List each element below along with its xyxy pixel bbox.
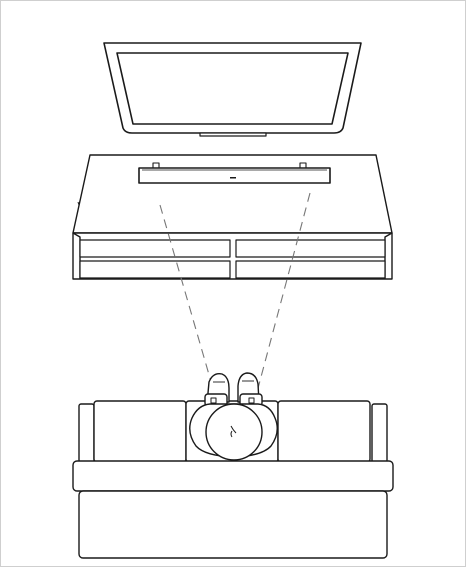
sightline-left — [159, 204, 215, 393]
person-icon — [189, 372, 278, 461]
sightline-right — [256, 192, 311, 393]
soundbar-icon — [138, 162, 331, 184]
sightlines — [159, 192, 311, 393]
tv-icon — [103, 42, 362, 137]
